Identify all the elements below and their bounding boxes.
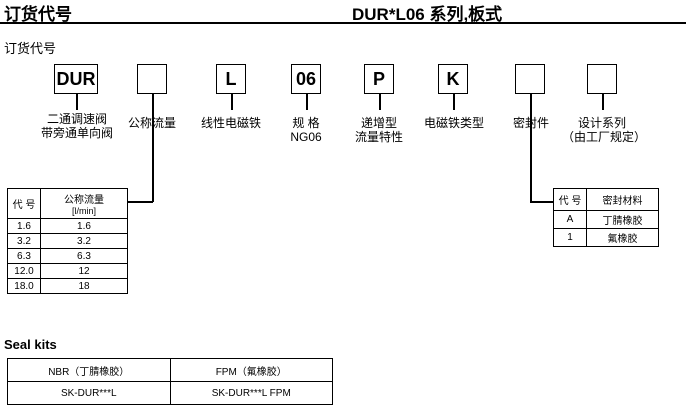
code-label-3: 线性电磁铁 — [200, 116, 261, 130]
code-label-8: 设计系列（由工厂规定） — [562, 116, 647, 144]
code-box-5: P — [364, 64, 394, 94]
table-header: 密封材料 — [586, 188, 659, 211]
table-header: NBR（丁腈橡胶） — [7, 358, 171, 382]
table-cell: 1.6 — [40, 218, 128, 234]
connector — [379, 94, 381, 110]
table-cell: 氟橡胶 — [586, 228, 659, 247]
connector — [152, 94, 154, 202]
code-label-7: 密封件 — [512, 116, 549, 130]
header-right-title: DUR*L06 系列,板式 — [352, 5, 503, 24]
code-label-5: 递增型流量特性 — [354, 116, 403, 144]
connector — [306, 94, 308, 110]
connector — [530, 94, 532, 202]
code-box-4: 06 — [291, 64, 321, 94]
table-cell: 1 — [553, 228, 587, 247]
table-header: FPM（氟橡胶） — [169, 358, 333, 382]
code-box-1: DUR — [54, 64, 98, 94]
leader-line — [128, 201, 153, 203]
connector — [602, 94, 604, 110]
table-header-unit: [l/min] — [71, 206, 96, 216]
connector — [231, 94, 233, 110]
code-box-7 — [515, 64, 545, 94]
table-cell: 1.6 — [7, 218, 41, 234]
table-cell: 丁腈橡胶 — [586, 210, 659, 229]
code-box-2 — [137, 64, 167, 94]
table-cell: SK-DUR***L — [7, 381, 171, 405]
seal-kits-table: NBR（丁腈橡胶） FPM（氟橡胶） SK-DUR***L SK-DUR***L… — [7, 358, 333, 405]
code-box-3: L — [216, 64, 246, 94]
connector — [76, 94, 78, 110]
table-cell: 12.0 — [7, 263, 41, 279]
connector — [453, 94, 455, 110]
table-cell: A — [553, 210, 587, 229]
header-left-title: 订货代号 — [4, 5, 72, 24]
code-label-2: 公称流量 — [127, 116, 176, 130]
code-box-6: K — [438, 64, 468, 94]
section-title: 订货代号 — [4, 41, 57, 56]
table-cell: SK-DUR***L FPM — [169, 381, 333, 405]
table-header: 代 号 — [553, 188, 587, 211]
table-cell: 12 — [40, 263, 128, 279]
table-cell: 3.2 — [7, 233, 41, 249]
table-header: 代 号 — [7, 188, 41, 219]
table-header: 公称流量 [l/min] — [40, 188, 128, 219]
table-cell: 18.0 — [7, 278, 41, 294]
table-cell: 6.3 — [7, 248, 41, 264]
leader-line — [530, 201, 553, 203]
code-box-8 — [587, 64, 617, 94]
header-rule — [0, 22, 686, 24]
code-label-1: 二通调速阀带旁通单向阀 — [41, 112, 114, 140]
table-header-label: 公称流量 — [64, 195, 104, 206]
table-cell: 6.3 — [40, 248, 128, 264]
code-label-6: 电磁铁类型 — [423, 116, 484, 130]
table-cell: 18 — [40, 278, 128, 294]
table-cell: 3.2 — [40, 233, 128, 249]
seal-kits-title: Seal kits — [4, 337, 57, 352]
